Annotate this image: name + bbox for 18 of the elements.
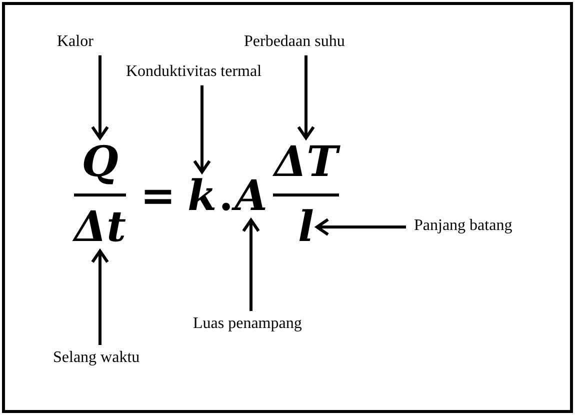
arrow	[242, 218, 260, 311]
formula-symbol: ΔT	[274, 141, 338, 183]
formula-symbol: l	[298, 206, 314, 248]
annotation-label: Luas penampang	[193, 315, 302, 334]
formula-symbol: Δt	[74, 206, 126, 248]
arrow	[297, 55, 315, 140]
arrow	[91, 55, 109, 140]
arrow	[315, 218, 406, 236]
annotation-label: Konduktivitas termal	[126, 63, 262, 82]
annotation-label: Panjang batang	[414, 217, 512, 236]
annotation-label: Kalor	[57, 33, 94, 52]
arrow	[193, 85, 211, 174]
equals-sign: =	[140, 175, 176, 217]
annotation-label: Selang waktu	[53, 349, 140, 368]
formula-symbol: k	[187, 175, 217, 217]
formula-symbol: Q	[82, 141, 118, 183]
annotation-label: Perbedaan suhu	[244, 33, 345, 52]
arrow	[91, 250, 109, 345]
